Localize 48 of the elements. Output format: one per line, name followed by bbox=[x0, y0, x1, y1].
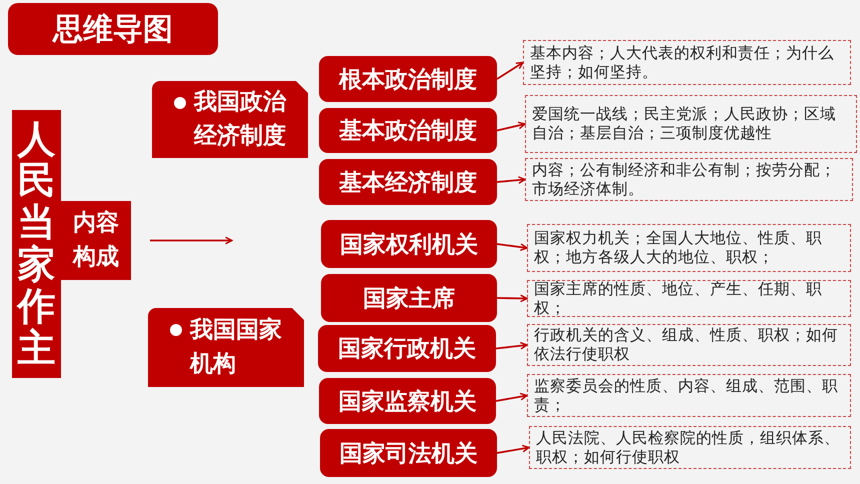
box-label: 基本经济制度 bbox=[339, 168, 477, 198]
topic-banner bbox=[12, 110, 61, 378]
note-text: 国家主席的性质、地位、产生、任期、职权； bbox=[534, 280, 823, 318]
box-label: 国家监察机关 bbox=[338, 388, 476, 416]
note-box bbox=[529, 426, 851, 469]
box-label: 我国国家机构 bbox=[190, 316, 282, 378]
box-label: 国家司法机关 bbox=[340, 440, 478, 468]
item-box bbox=[319, 56, 497, 102]
note-text: 人民法院、人民检察院的性质，组织体系、职权；如何行使职权 bbox=[536, 428, 841, 466]
box-label: 国家行政机关 bbox=[338, 335, 476, 364]
box-label: 我国政治经济制度 bbox=[194, 88, 286, 150]
arrow bbox=[496, 294, 528, 302]
branch-box bbox=[61, 201, 131, 280]
note-box bbox=[525, 95, 857, 153]
arrow bbox=[496, 122, 526, 132]
box-label: 内容构成 bbox=[73, 209, 119, 272]
box-label: 基本政治制度 bbox=[339, 117, 477, 146]
arrow bbox=[496, 176, 526, 184]
box-label: 根本政治制度 bbox=[339, 66, 477, 94]
item-box bbox=[319, 159, 497, 205]
item-box bbox=[318, 325, 496, 372]
arrow bbox=[496, 342, 528, 350]
note-box bbox=[523, 40, 851, 85]
arrow bbox=[496, 62, 524, 80]
note-text: 监察委员会的性质、内容、组成、范围、职责； bbox=[534, 376, 839, 414]
note-text: 行政机关的含义、组成、性质、职权；如何依法行使职权 bbox=[534, 326, 839, 364]
note-box bbox=[527, 224, 851, 272]
note-box bbox=[525, 158, 853, 201]
arrow bbox=[496, 243, 528, 252]
box-label: 人民当家作主 bbox=[18, 118, 56, 370]
box-label: 国家权利机关 bbox=[340, 230, 478, 260]
box-label: 国家主席 bbox=[363, 284, 455, 314]
note-text: 国家权力机关；全国人大地位、性质、职权；地方各级人大的地位、职权； bbox=[534, 229, 823, 267]
arrow bbox=[150, 236, 233, 244]
item-box bbox=[319, 108, 497, 153]
item-box bbox=[320, 429, 497, 477]
note-text: 基本内容；人大代表的权利和责任；为什么坚持；如何坚持。 bbox=[530, 44, 835, 82]
item-box bbox=[321, 220, 497, 268]
note-text: 爱国统一战线；民主党派；人民政协；区域自治；基层自治；三项制度优越性 bbox=[532, 105, 837, 143]
category-box bbox=[148, 308, 304, 387]
item-box bbox=[321, 274, 497, 322]
arrow bbox=[496, 444, 530, 454]
item-box bbox=[319, 378, 496, 424]
note-box bbox=[527, 374, 851, 417]
note-text: 内容；公有制经济和非公有制；按劳分配；市场经济体制。 bbox=[532, 160, 837, 198]
title-banner: 思维导图 bbox=[8, 3, 218, 55]
arrow bbox=[496, 392, 528, 402]
category-box bbox=[152, 81, 308, 158]
